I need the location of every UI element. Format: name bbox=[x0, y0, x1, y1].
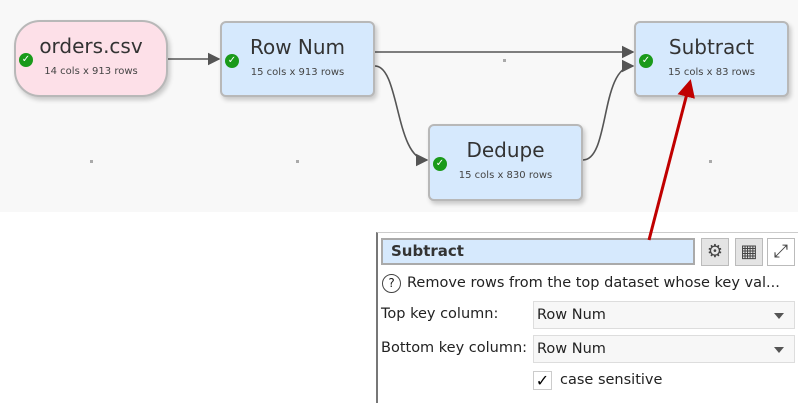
check-icon: ✓ bbox=[639, 54, 653, 68]
bottom-key-value: Row Num bbox=[537, 341, 606, 357]
properties-panel: Subtract ⚙ ▦ ⤢ ? Remove rows from the top… bbox=[376, 232, 798, 403]
node-title: Row Num bbox=[249, 35, 346, 59]
node-title: Dedupe bbox=[466, 138, 545, 162]
help-row: ? Remove rows from the top dataset whose … bbox=[382, 274, 780, 293]
chevron-down-icon bbox=[774, 313, 784, 319]
description: Remove rows from the top dataset whose k… bbox=[407, 275, 780, 291]
top-key-label: Top key column: bbox=[381, 306, 499, 322]
node-title: orders.csv bbox=[39, 34, 143, 58]
node-dedupe[interactable]: ✓ Dedupe 15 cols x 830 rows bbox=[428, 124, 583, 201]
connection-dedupe-subtract bbox=[582, 59, 635, 161]
grid-dot bbox=[709, 160, 712, 163]
node-stats: 15 cols x 830 rows bbox=[458, 170, 553, 181]
case-sensitive-label: case sensitive bbox=[560, 372, 663, 388]
grid-dot bbox=[503, 59, 506, 62]
bottom-key-dropdown[interactable]: Row Num bbox=[533, 335, 795, 363]
node-subtract[interactable]: ✓ Subtract 15 cols x 83 rows bbox=[634, 21, 789, 97]
node-stats: 14 cols x 913 rows bbox=[44, 66, 138, 77]
gear-icon[interactable]: ⚙ bbox=[701, 238, 729, 266]
help-icon[interactable]: ? bbox=[382, 274, 401, 293]
top-key-value: Row Num bbox=[537, 307, 606, 323]
check-icon: ✓ bbox=[19, 53, 33, 67]
node-orders-csv[interactable]: ✓ orders.csv 14 cols x 913 rows bbox=[14, 20, 168, 97]
check-icon: ✓ bbox=[433, 157, 447, 171]
check-icon: ✓ bbox=[225, 54, 239, 68]
bottom-key-label: Bottom key column: bbox=[381, 340, 528, 356]
case-sensitive-checkbox[interactable]: ✓ bbox=[533, 371, 552, 390]
annotation-arrow bbox=[647, 79, 695, 241]
table-icon[interactable]: ▦ bbox=[735, 238, 763, 266]
grid-dot bbox=[90, 160, 93, 163]
top-key-dropdown[interactable]: Row Num bbox=[533, 301, 795, 329]
node-title: Subtract bbox=[668, 35, 755, 59]
grid-dot bbox=[296, 160, 299, 163]
node-stats: 15 cols x 83 rows bbox=[667, 67, 756, 78]
connection-rownum-dedupe bbox=[374, 65, 429, 167]
panel-title[interactable]: Subtract bbox=[381, 238, 695, 265]
node-row-num[interactable]: ✓ Row Num 15 cols x 913 rows bbox=[220, 21, 375, 97]
node-stats: 15 cols x 913 rows bbox=[250, 67, 345, 78]
chevron-down-icon bbox=[774, 347, 784, 353]
maximize-icon[interactable]: ⤢ bbox=[767, 238, 795, 266]
